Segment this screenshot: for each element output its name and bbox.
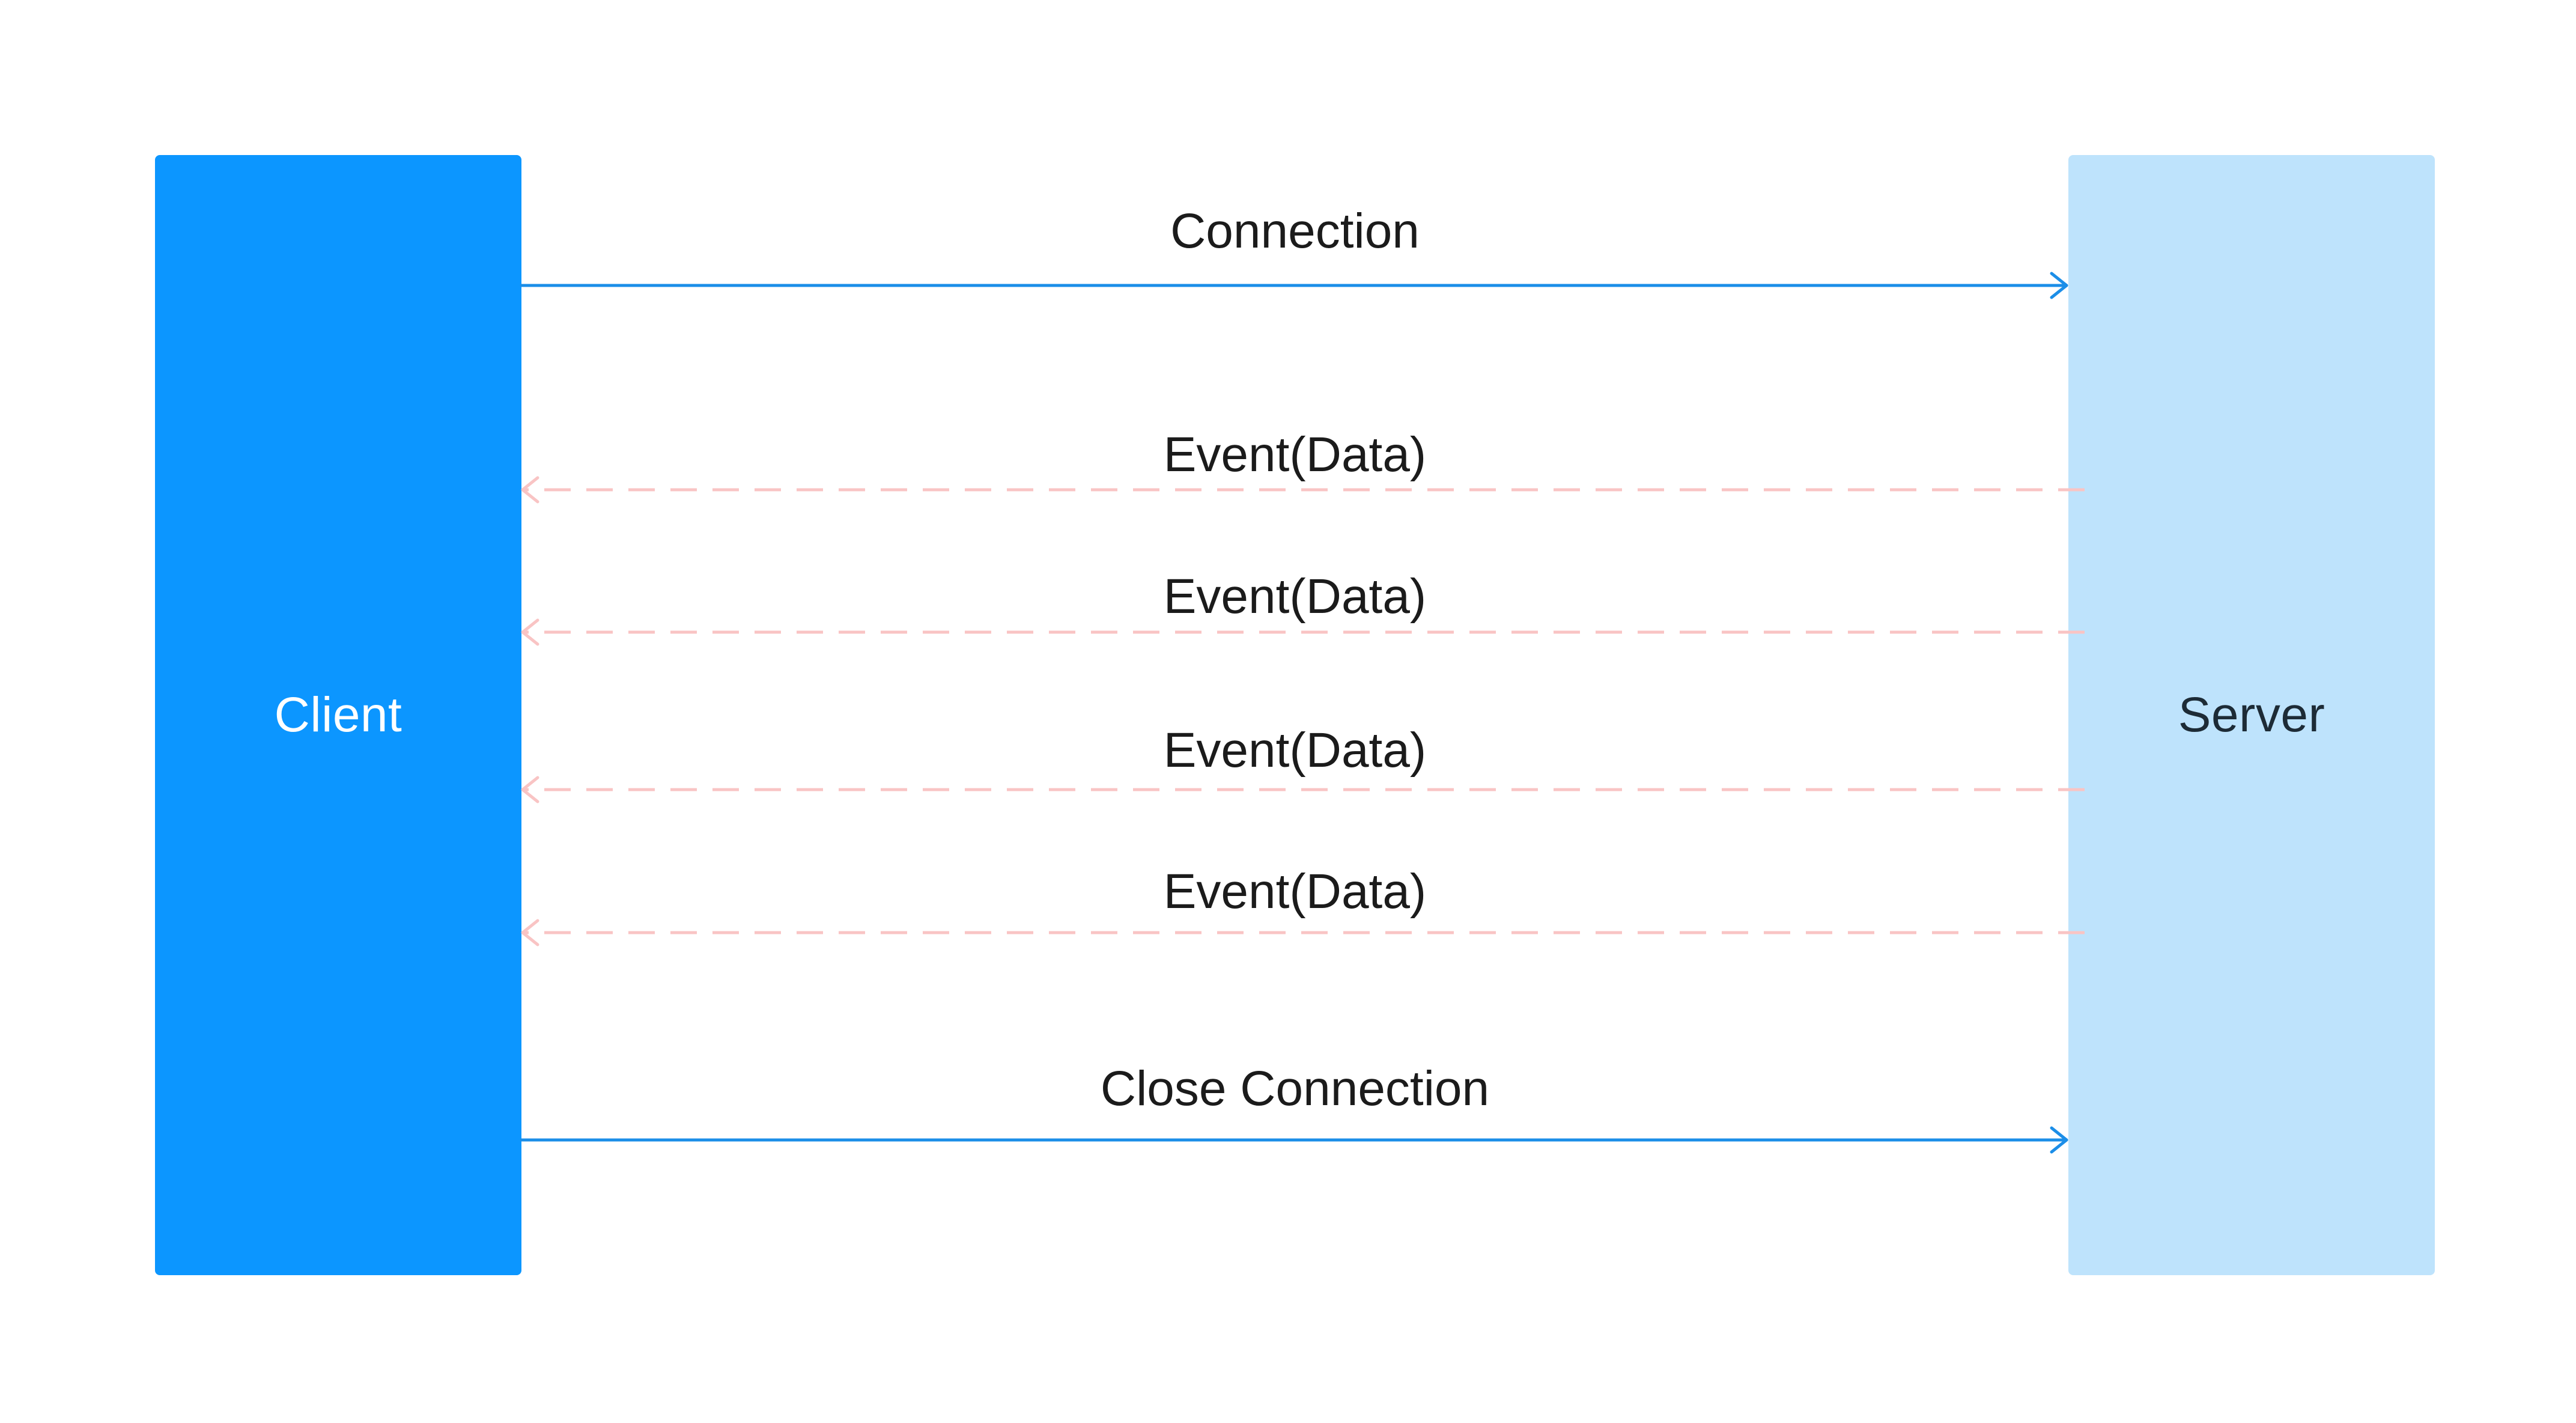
arrow-connection: [520, 272, 2068, 299]
message-label-event-1: Event(Data): [1163, 427, 1427, 482]
message-label-event-2: Event(Data): [1163, 569, 1427, 624]
server-label: Server: [2178, 687, 2325, 742]
message-label-event-3: Event(Data): [1163, 723, 1427, 778]
message-label-close-connection: Close Connection: [1100, 1061, 1490, 1116]
client-lifeline: Client: [155, 155, 521, 1275]
arrow-event-4: [521, 919, 2085, 946]
client-label: Client: [274, 687, 402, 742]
message-label-event-4: Event(Data): [1163, 864, 1427, 919]
message-label-connection: Connection: [1170, 204, 1420, 258]
arrow-event-3: [521, 776, 2085, 803]
server-lifeline: Server: [2068, 155, 2435, 1275]
arrow-close-connection: [520, 1126, 2068, 1154]
